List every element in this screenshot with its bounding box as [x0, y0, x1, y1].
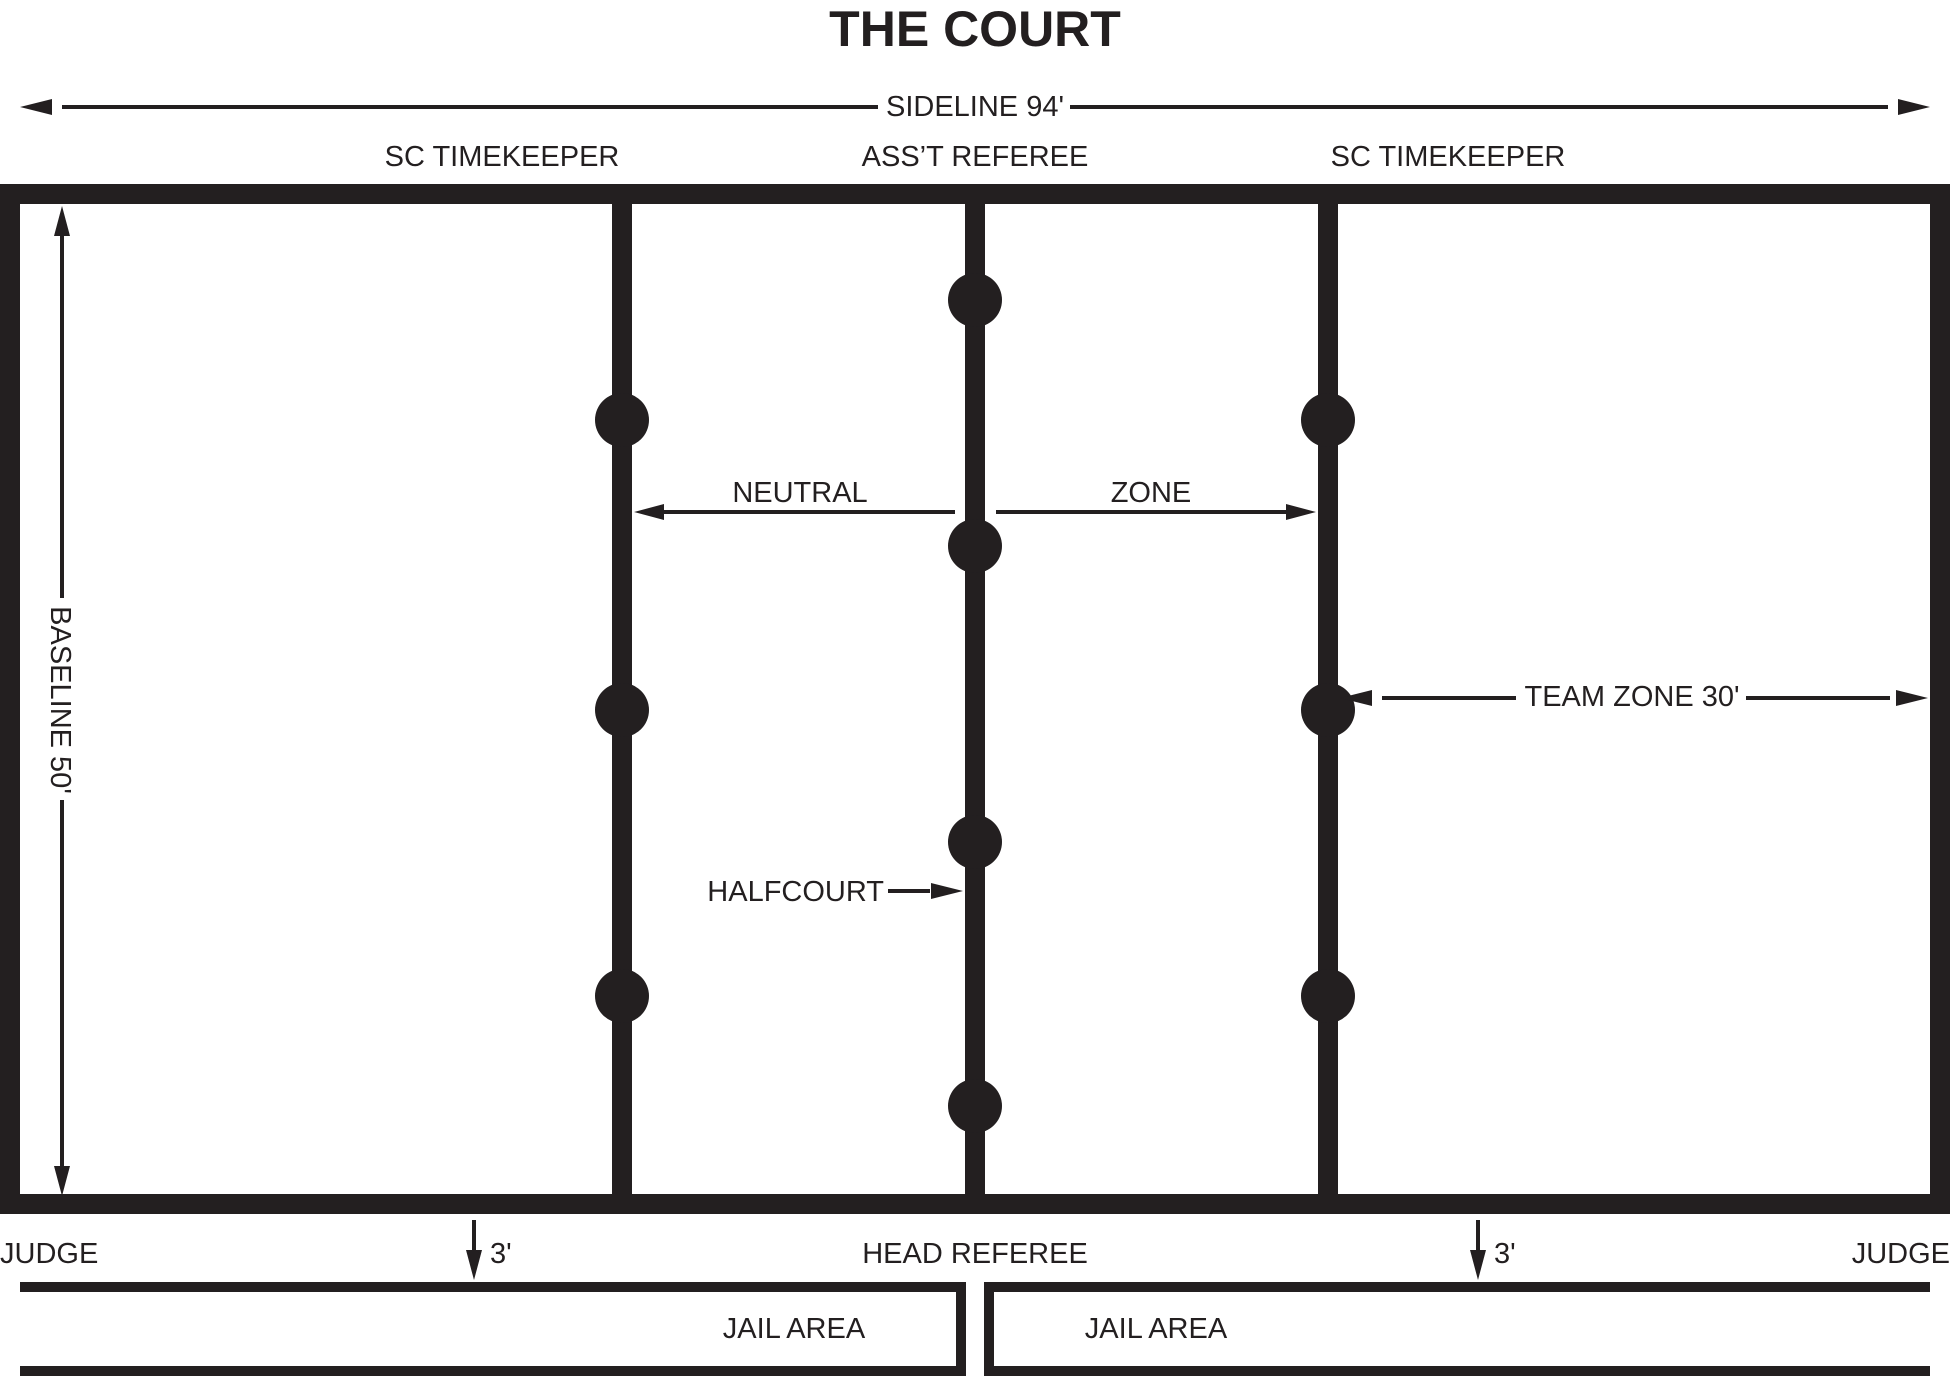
team-zone-label: TEAM ZONE 30': [1524, 681, 1739, 713]
jail-area-left: JAIL AREA: [20, 1282, 966, 1376]
ball-marker: [948, 815, 1002, 869]
neutral-zone-dimension: NEUTRAL ZONE: [634, 477, 1316, 520]
team-zone-dimension: TEAM ZONE 30': [1340, 681, 1928, 713]
jail-area-right: JAIL AREA: [984, 1282, 1930, 1376]
baseline-arrowhead-bottom: [54, 1166, 70, 1196]
ball-marker: [1301, 393, 1355, 447]
head-referee-label: HEAD REFEREE: [862, 1238, 1088, 1270]
offset-left-label: 3': [490, 1238, 512, 1270]
ball-marker: [948, 519, 1002, 573]
offset-right-arrowhead: [1470, 1250, 1486, 1280]
sideline-arrowhead-right: [1898, 99, 1930, 115]
baseline-label: BASELINE 50': [44, 606, 76, 794]
team-zone-arrowhead-left: [1340, 690, 1372, 706]
team-zone-arrowhead-right: [1896, 690, 1928, 706]
baseline-dimension: BASELINE 50': [44, 206, 76, 1196]
offset-left-arrowhead: [466, 1250, 482, 1280]
ball-markers: [595, 273, 1355, 1133]
ball-marker: [948, 273, 1002, 327]
ball-marker: [595, 683, 649, 737]
neutral-label: NEUTRAL: [732, 477, 867, 509]
asst-referee-label: ASS’T REFEREE: [862, 141, 1089, 173]
jail-area-left-label: JAIL AREA: [723, 1313, 866, 1345]
neutral-arrowhead-left: [634, 504, 664, 520]
sc-timekeeper-left-label: SC TIMEKEEPER: [385, 141, 620, 173]
sc-timekeeper-right-label: SC TIMEKEEPER: [1331, 141, 1566, 173]
ball-marker: [1301, 683, 1355, 737]
halfcourt-pointer: HALFCOURT: [707, 876, 963, 908]
jail-offset-right: 3': [1470, 1220, 1516, 1280]
halfcourt-label: HALFCOURT: [707, 876, 884, 908]
halfcourt-arrowhead: [931, 883, 963, 899]
sideline-dimension: SIDELINE 94': [20, 91, 1930, 123]
sideline-label: SIDELINE 94': [886, 91, 1064, 123]
jail-area-right-label: JAIL AREA: [1085, 1313, 1228, 1345]
ball-marker: [595, 393, 649, 447]
neutral-arrowhead-right: [1286, 504, 1316, 520]
ball-marker: [948, 1079, 1002, 1133]
zone-label: ZONE: [1111, 477, 1192, 509]
jail-offset-left: 3': [466, 1220, 512, 1280]
judge-right-label: JUDGE: [1852, 1238, 1950, 1270]
sideline-arrowhead-left: [20, 99, 52, 115]
diagram-title: THE COURT: [829, 1, 1121, 57]
judge-left-label: JUDGE: [0, 1238, 98, 1270]
ball-marker: [595, 969, 649, 1023]
offset-right-label: 3': [1494, 1238, 1516, 1270]
baseline-arrowhead-top: [54, 206, 70, 236]
ball-marker: [1301, 969, 1355, 1023]
